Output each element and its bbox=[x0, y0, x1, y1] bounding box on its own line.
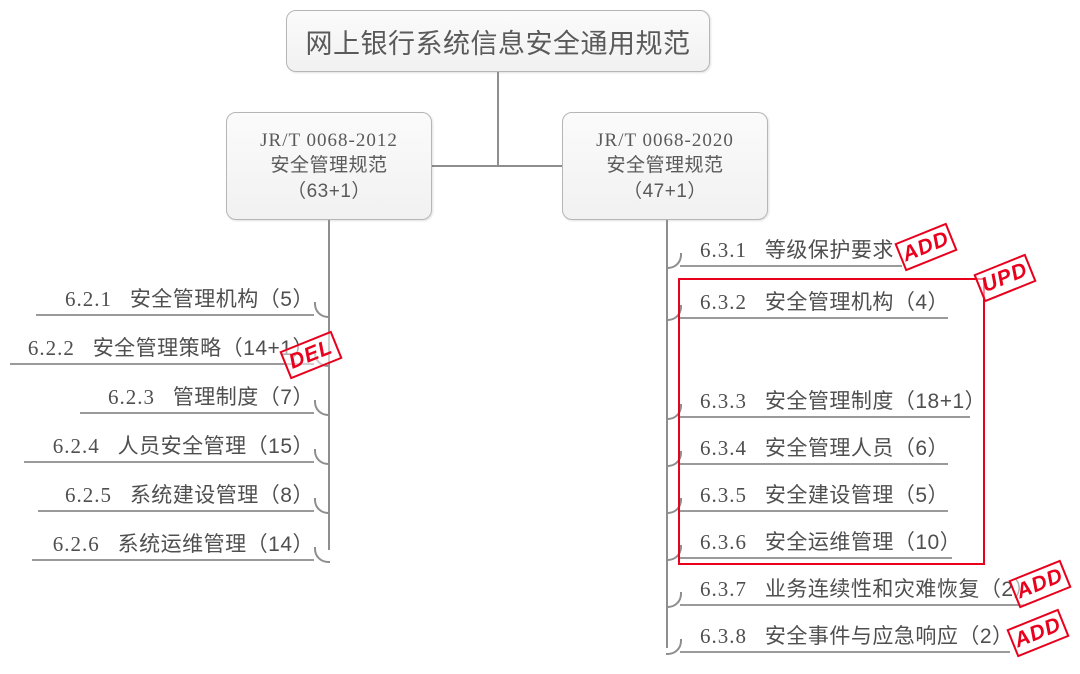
leaf-6-3-1[interactable]: 6.3.1 等级保护要求 bbox=[700, 234, 894, 266]
leaf-6-2-5[interactable]: 6.2.5 系统建设管理（8） bbox=[8, 479, 314, 511]
leaf-6-2-5-underline bbox=[38, 510, 314, 512]
leaf-6-2-6-num: 6.2.6 bbox=[52, 532, 112, 556]
stamp-add-6-3-8: ADD bbox=[1006, 608, 1070, 658]
leaf-6-2-1-num: 6.2.1 bbox=[64, 287, 124, 311]
leaf-6-3-7[interactable]: 6.3.7 业务连续性和灾难恢复（2） bbox=[700, 573, 1035, 605]
leaf-6-3-3-label: 安全管理制度（18+1） bbox=[764, 390, 987, 413]
stamp-add-label-3: ADD bbox=[1011, 612, 1065, 653]
leaf-6-2-4-num: 6.2.4 bbox=[52, 434, 112, 458]
leaf-6-2-5-label: 系统建设管理（8） bbox=[129, 484, 314, 507]
standard-node-2020-count: （47+1） bbox=[623, 180, 707, 202]
leaf-6-3-7-num: 6.3.7 bbox=[700, 577, 759, 601]
leaf-6-2-4[interactable]: 6.2.4 人员安全管理（15） bbox=[8, 430, 314, 462]
leaf-6-3-6-num: 6.3.6 bbox=[700, 530, 759, 554]
leaf-6-3-2[interactable]: 6.3.2 安全管理机构（4） bbox=[700, 286, 949, 318]
left-branch-spine bbox=[328, 220, 330, 550]
leaf-6-3-6[interactable]: 6.3.6 安全运维管理（10） bbox=[700, 526, 961, 558]
leaf-6-2-1-elbow bbox=[314, 302, 330, 318]
leaf-6-3-8-label: 安全事件与应急响应（2） bbox=[764, 625, 1014, 648]
leaf-6-2-3-num: 6.2.3 bbox=[107, 385, 167, 409]
leaf-6-2-4-underline bbox=[24, 461, 314, 463]
leaf-6-2-5-num: 6.2.5 bbox=[64, 483, 124, 507]
root-stem-line bbox=[497, 72, 499, 166]
leaf-6-3-7-label: 业务连续性和灾难恢复（2） bbox=[764, 578, 1036, 601]
leaf-6-2-2[interactable]: 6.2.2 安全管理策略（14+1） bbox=[8, 332, 314, 364]
standard-node-2020[interactable]: JR/T 0068-2020 安全管理规范 （47+1） bbox=[562, 112, 768, 220]
leaf-6-2-1-label: 安全管理机构（5） bbox=[129, 288, 314, 311]
leaf-6-2-3-label: 管理制度（7） bbox=[172, 386, 314, 409]
leaf-6-2-5-elbow bbox=[314, 498, 330, 514]
upd-highlight-rect bbox=[678, 278, 985, 565]
leaf-6-2-3-underline bbox=[80, 412, 314, 414]
leaf-6-3-4-num: 6.3.4 bbox=[700, 436, 759, 460]
leaf-6-3-5[interactable]: 6.3.5 安全建设管理（5） bbox=[700, 479, 949, 511]
branch-connector-line bbox=[329, 165, 666, 167]
root-node-label: 网上银行系统信息安全通用规范 bbox=[305, 28, 691, 59]
leaf-6-3-3-underline bbox=[680, 416, 970, 418]
leaf-6-2-4-elbow bbox=[314, 449, 330, 465]
leaf-6-3-6-underline bbox=[680, 557, 952, 559]
stamp-add-label-1: ADD bbox=[899, 226, 953, 267]
leaf-6-2-6-elbow bbox=[314, 547, 330, 563]
root-node[interactable]: 网上银行系统信息安全通用规范 bbox=[286, 10, 710, 72]
leaf-6-3-1-num: 6.3.1 bbox=[700, 238, 759, 262]
standard-node-2012-code: JR/T 0068-2012 bbox=[260, 129, 398, 151]
leaf-6-3-2-label: 安全管理机构（4） bbox=[764, 291, 950, 314]
standard-node-2012[interactable]: JR/T 0068-2012 安全管理规范 （63+1） bbox=[226, 112, 432, 220]
leaf-6-3-3-num: 6.3.3 bbox=[700, 389, 759, 413]
leaf-6-3-4-label: 安全管理人员（6） bbox=[764, 437, 950, 460]
stamp-upd-label: UPD bbox=[978, 258, 1032, 298]
leaf-6-3-3[interactable]: 6.3.3 安全管理制度（18+1） bbox=[700, 385, 986, 417]
leaf-6-2-6[interactable]: 6.2.6 系统运维管理（14） bbox=[8, 528, 314, 560]
stamp-upd-group: UPD bbox=[973, 253, 1037, 303]
leaf-6-3-4-underline bbox=[680, 463, 948, 465]
stamp-add-6-3-1: ADD bbox=[894, 222, 958, 272]
leaf-6-3-2-num: 6.3.2 bbox=[700, 290, 759, 314]
leaf-6-3-5-label: 安全建设管理（5） bbox=[764, 484, 950, 507]
standard-node-2012-count: （63+1） bbox=[287, 180, 371, 202]
leaf-6-2-3[interactable]: 6.2.3 管理制度（7） bbox=[8, 381, 314, 413]
standard-node-2020-name: 安全管理规范 bbox=[606, 155, 724, 177]
leaf-6-3-5-num: 6.3.5 bbox=[700, 483, 759, 507]
leaf-6-3-2-underline bbox=[680, 317, 948, 319]
standard-node-2012-name: 安全管理规范 bbox=[270, 155, 388, 177]
leaf-6-3-5-underline bbox=[680, 510, 948, 512]
leaf-6-2-3-elbow bbox=[314, 400, 330, 416]
leaf-6-3-8-underline bbox=[680, 651, 1010, 653]
leaf-6-2-6-label: 系统运维管理（14） bbox=[117, 533, 314, 556]
leaf-6-3-8[interactable]: 6.3.8 安全事件与应急响应（2） bbox=[700, 620, 1014, 652]
right-branch-spine bbox=[666, 220, 668, 648]
stamp-add-6-3-7: ADD bbox=[1008, 559, 1072, 609]
leaf-6-3-6-label: 安全运维管理（10） bbox=[764, 531, 962, 554]
leaf-6-2-2-underline bbox=[10, 363, 314, 365]
leaf-6-3-8-num: 6.3.8 bbox=[700, 624, 759, 648]
standard-node-2020-code: JR/T 0068-2020 bbox=[596, 129, 734, 151]
leaf-6-2-4-label: 人员安全管理（15） bbox=[117, 435, 314, 458]
leaf-6-3-1-underline bbox=[680, 265, 902, 267]
stamp-add-label-2: ADD bbox=[1013, 563, 1067, 604]
leaf-6-2-2-label: 安全管理策略（14+1） bbox=[92, 337, 314, 360]
leaf-6-2-2-num: 6.2.2 bbox=[27, 336, 87, 360]
leaf-6-3-4[interactable]: 6.3.4 安全管理人员（6） bbox=[700, 432, 949, 464]
leaf-6-2-6-underline bbox=[32, 559, 314, 561]
leaf-6-3-1-label: 等级保护要求 bbox=[764, 239, 894, 262]
leaf-6-3-7-underline bbox=[680, 604, 1024, 606]
leaf-6-2-1-underline bbox=[36, 314, 314, 316]
leaf-6-2-1[interactable]: 6.2.1 安全管理机构（5） bbox=[8, 283, 314, 315]
